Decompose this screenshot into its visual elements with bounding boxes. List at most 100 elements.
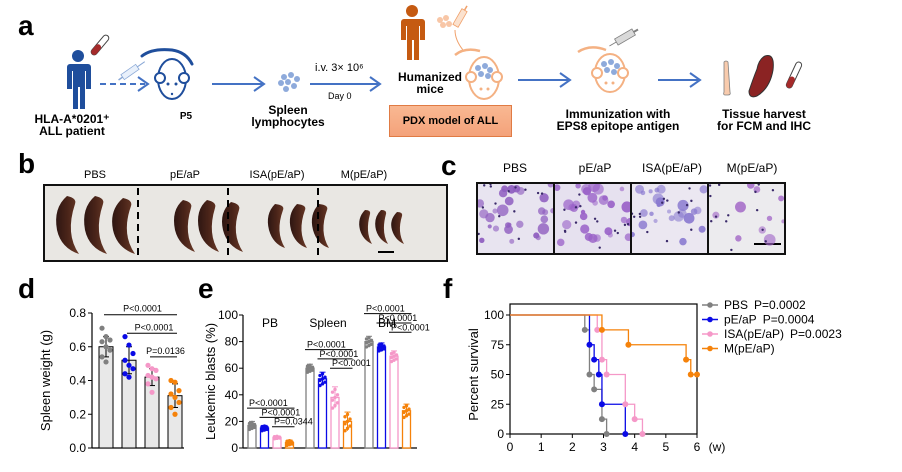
cell [640, 209, 648, 217]
data-point [343, 422, 347, 426]
y-tick-label: 0.2 [69, 407, 86, 421]
cytospin-images [476, 182, 786, 255]
data-point [369, 342, 374, 346]
data-point [335, 393, 340, 397]
cell [654, 187, 660, 193]
cell [581, 184, 592, 195]
legend-group-name: M(pE/aP) [724, 342, 775, 356]
cell [699, 185, 707, 194]
cell [649, 211, 654, 217]
panel-b-label: b [18, 148, 36, 179]
cell-nucleus [709, 194, 712, 198]
event-marker [581, 326, 588, 333]
event-marker [598, 416, 605, 423]
y-tick-label: 25 [491, 397, 505, 411]
data-point [99, 339, 105, 345]
data-point [343, 429, 347, 433]
cell [746, 184, 755, 189]
event-marker [594, 326, 601, 333]
p-value-label: P<0.0001 [123, 304, 162, 314]
patient-label: HLA-A*0201⁺ ALL patient [34, 113, 109, 137]
cell [556, 238, 565, 247]
y-tick-label: 100 [218, 308, 238, 322]
p-value-label: P<0.0001 [135, 322, 174, 332]
cell-nucleus [540, 192, 544, 195]
data-point [107, 337, 113, 343]
legend-marker [707, 345, 713, 352]
event-marker [586, 341, 593, 348]
data-point [145, 362, 151, 368]
cyto-label-pe-ap: pE/aP [578, 161, 612, 175]
immunization-label: Immunization with EPS8 epitope antigen [557, 108, 680, 132]
cell [501, 185, 509, 193]
data-point [318, 383, 322, 388]
data-point [107, 347, 113, 353]
cell-nucleus [483, 184, 486, 187]
cell-nucleus [517, 237, 521, 241]
p-value-label: P<0.0001 [307, 340, 346, 350]
data-point [407, 407, 411, 411]
data-point [364, 341, 369, 345]
group-label-pbs: PBS [83, 169, 107, 181]
data-point [382, 347, 386, 351]
cell [655, 197, 665, 207]
data-point [172, 379, 178, 385]
harvest-line2: for FCM and IHC [717, 119, 811, 133]
cell-nucleus [616, 231, 619, 235]
data-point [145, 381, 151, 387]
patient-label-line1: HLA-A*0201⁺ [34, 112, 110, 126]
event-marker [598, 401, 605, 408]
cell [640, 190, 646, 196]
cyto-label-isa: ISA(pE/aP) [641, 161, 703, 175]
cell-nucleus [665, 239, 669, 243]
cell [607, 232, 613, 238]
data-point [369, 338, 374, 342]
data-point [149, 389, 155, 395]
cell [562, 219, 572, 230]
cell-nucleus [626, 223, 630, 226]
cell [778, 195, 784, 202]
cell-nucleus [771, 189, 775, 192]
cell [602, 195, 608, 201]
cell [712, 211, 720, 219]
data-point [382, 344, 386, 348]
cell [781, 219, 784, 224]
legend-p-value: P=0.0023 [790, 327, 842, 341]
x-tick-label: 5 [662, 440, 669, 454]
data-point [323, 375, 327, 379]
cytospin-isa [632, 184, 709, 253]
data-point [333, 387, 337, 392]
injection-dose-label: i.v. 3× 10⁶ [315, 62, 364, 74]
survival-curve-3 [510, 314, 697, 376]
bar [376, 346, 387, 449]
cell-nucleus [730, 248, 733, 252]
data-point [389, 355, 394, 360]
y-axis-label: Leukemic blasts (%) [203, 323, 218, 440]
data-point [308, 363, 312, 367]
data-point [130, 366, 136, 372]
cell [492, 225, 500, 232]
y-tick-label: 100 [484, 308, 504, 322]
cell-nucleus [478, 232, 480, 236]
data-point [126, 362, 132, 368]
person-icon [67, 50, 91, 109]
cell-nucleus [596, 220, 599, 223]
legend-marker [707, 331, 713, 337]
x-axis-unit-label: (w) [709, 440, 726, 454]
data-point [290, 440, 294, 444]
y-tick-label: 0 [231, 441, 238, 455]
cell [555, 184, 561, 191]
cell [537, 207, 546, 215]
panel-f-label: f [443, 273, 453, 304]
data-point [310, 365, 315, 369]
event-marker [598, 326, 605, 333]
cell-nucleus [489, 184, 492, 186]
humanized-mice-label: Humanized mice [398, 71, 462, 95]
cell [504, 196, 514, 206]
group-label: Spleen [309, 316, 346, 330]
event-marker [683, 356, 690, 363]
cell [547, 184, 553, 188]
cell [479, 237, 485, 244]
cell [496, 204, 509, 217]
cell-nucleus [761, 228, 764, 231]
